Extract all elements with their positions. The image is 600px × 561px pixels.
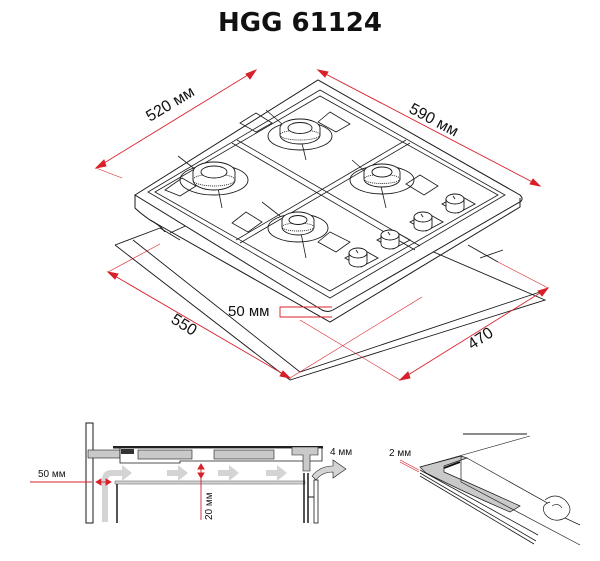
knob-2 [376,229,411,250]
grates [147,89,506,299]
seal-view: 2 мм [389,433,581,546]
burner-back-right [267,118,333,151]
label-470: 470 [465,325,497,354]
label-air-gap: 20 мм [204,492,215,520]
burner-front-left [267,211,329,243]
dimension-lines [94,69,550,381]
knob-4 [441,193,476,214]
label-rear-gap: 4 мм [330,447,352,458]
burner-front-right [349,163,415,195]
section-view: 50 мм 20 мм 4 мм [30,422,352,524]
label-50mm-edge: 50 мм [228,303,269,320]
knob-1 [344,247,379,268]
burner-back-left [179,161,249,196]
hob-plate [134,79,523,323]
label-550: 550 [168,311,200,340]
airflow-arrows [102,459,347,522]
label-seal-thickness: 2 мм [389,448,411,459]
model-title: HGG 61124 [218,8,382,38]
knob-3 [409,211,444,232]
control-knobs [344,193,476,268]
label-520: 520 мм [143,83,197,125]
label-wall-gap: 50 мм [38,469,66,480]
burners [179,118,415,243]
